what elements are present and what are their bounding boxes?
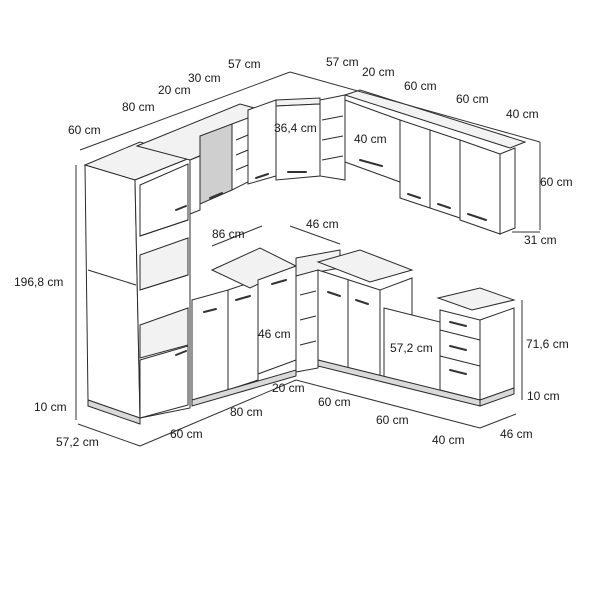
dimension-lines (75, 71, 541, 447)
dim-top-20-left: 20 cm (158, 83, 191, 97)
dim-top-60-a: 60 cm (404, 79, 437, 93)
wall-cabinets-right (343, 89, 527, 235)
dimension-labels: 57 cm 30 cm 20 cm 80 cm 60 cm 57 cm 20 c… (14, 55, 573, 449)
base-cabinets (191, 247, 516, 407)
dim-bottom-60-a: 60 cm (318, 395, 351, 409)
dim-bottom-57-2: 57,2 cm (56, 435, 99, 449)
dim-right-10: 10 cm (527, 389, 560, 403)
dim-top-57-left: 57 cm (228, 57, 261, 71)
dim-right-31: 31 cm (524, 233, 557, 247)
wall-cabinets-left (135, 99, 292, 215)
dim-bottom-80: 80 cm (230, 405, 263, 419)
dim-top-30: 30 cm (188, 71, 221, 85)
dim-corner-36-4: 36,4 cm (274, 121, 317, 135)
dim-bottom-46: 46 cm (500, 427, 533, 441)
dim-mid-46-depth: 46 cm (258, 327, 291, 341)
tall-cabinet (83, 141, 192, 425)
dim-mid-57-2: 57,2 cm (390, 341, 433, 355)
dim-top-60-left: 60 cm (68, 123, 101, 137)
corner-wall-cabinet (275, 94, 346, 181)
dim-top-40: 40 cm (506, 107, 539, 121)
dim-bottom-20: 20 cm (272, 381, 305, 395)
dim-right-60: 60 cm (540, 175, 573, 189)
dim-bottom-40: 40 cm (432, 433, 465, 447)
dim-left-196-8: 196,8 cm (14, 275, 63, 289)
dim-mid-46: 46 cm (306, 217, 339, 231)
dim-mid-86: 86 cm (212, 227, 245, 241)
dim-left-10: 10 cm (34, 400, 67, 414)
dim-top-20-right: 20 cm (362, 65, 395, 79)
dim-top-60-b: 60 cm (456, 92, 489, 106)
dim-wall-40: 40 cm (354, 132, 387, 146)
dim-right-71-6: 71,6 cm (526, 337, 569, 351)
dim-bottom-60-left: 60 cm (170, 427, 203, 441)
dim-bottom-60-b: 60 cm (376, 413, 409, 427)
dim-top-57-right: 57 cm (326, 55, 359, 69)
dim-top-80: 80 cm (122, 100, 155, 114)
